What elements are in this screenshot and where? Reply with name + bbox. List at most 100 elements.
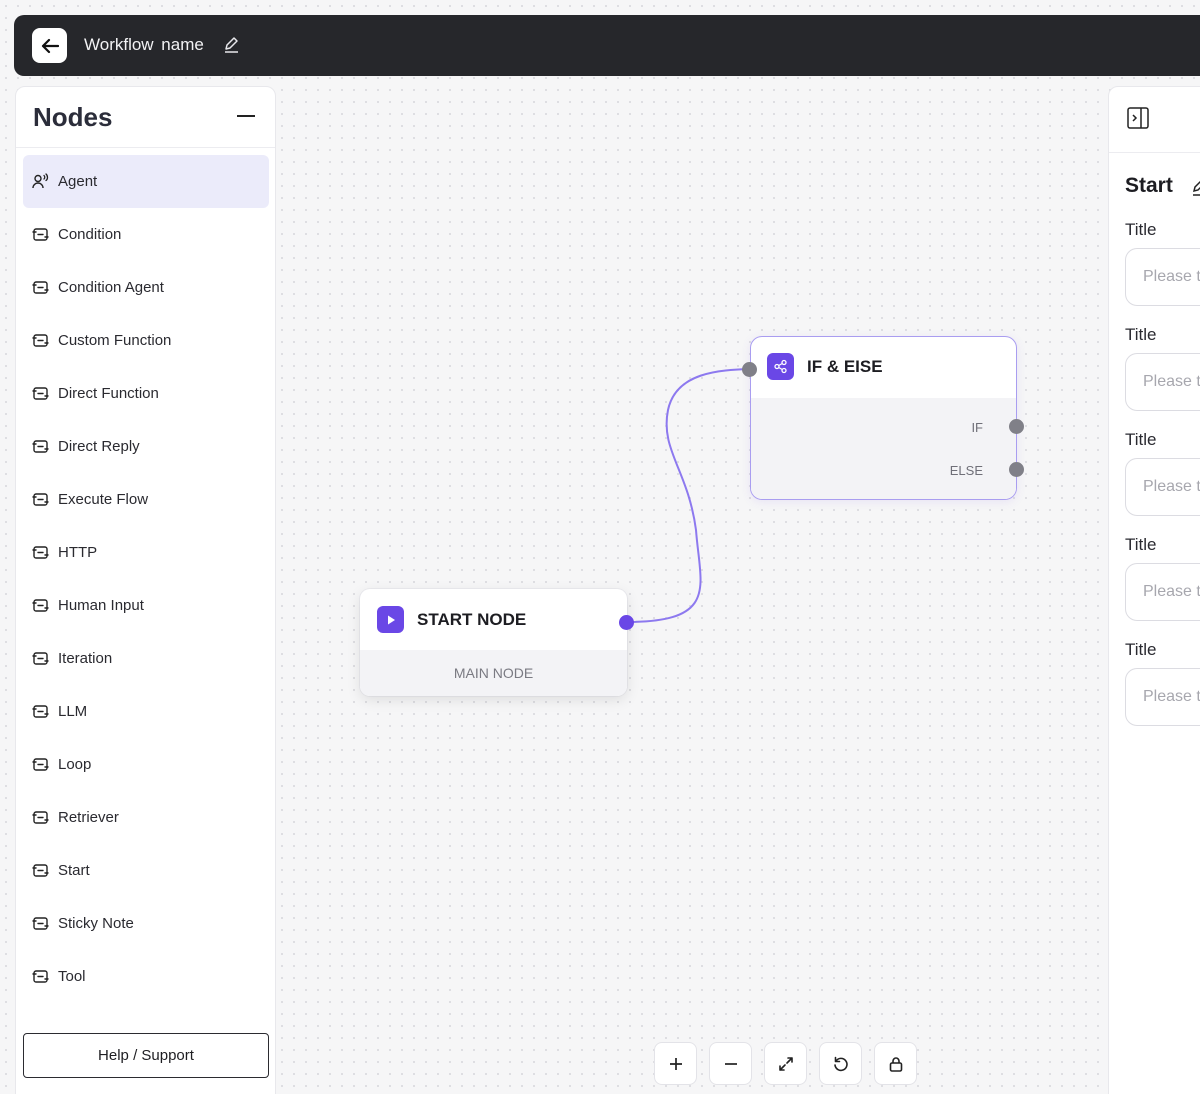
top-bar: Workflow name — [14, 15, 1200, 76]
sidebar-item-sticky-note[interactable]: Sticky Note — [23, 897, 269, 950]
pencil-icon[interactable] — [1191, 178, 1200, 196]
title-input-1[interactable] — [1125, 248, 1200, 306]
node-icon — [32, 809, 49, 826]
if-node-body: IF ELSE — [751, 398, 1016, 499]
sidebar-item-custom-function[interactable]: Custom Function — [23, 314, 269, 367]
properties-title: Start — [1125, 174, 1173, 197]
node-icon — [32, 756, 49, 773]
sidebar-item-tool[interactable]: Tool — [23, 950, 269, 1003]
node-icon — [32, 491, 49, 508]
sidebar-item-label: Condition Agent — [58, 279, 164, 296]
sidebar-item-execute-flow[interactable]: Execute Flow — [23, 473, 269, 526]
field-label-4: Title — [1125, 535, 1157, 554]
sidebar-item-label: Iteration — [58, 650, 113, 667]
field-label-1: Title — [1125, 220, 1157, 239]
zoom-out-button[interactable] — [709, 1042, 752, 1085]
node-icon — [32, 332, 49, 349]
title-input-4[interactable] — [1125, 563, 1200, 621]
node-icon — [32, 279, 49, 296]
start-node-title: START NODE — [417, 610, 527, 629]
play-icon — [377, 606, 404, 633]
reset-icon — [833, 1056, 848, 1071]
if-node-input-handle[interactable] — [742, 362, 757, 377]
title-input-3[interactable] — [1125, 458, 1200, 516]
workflow-name[interactable]: Workflow name — [84, 35, 204, 54]
branch-label-if: IF — [971, 420, 983, 435]
sidebar-item-label: Tool — [58, 968, 86, 985]
lock-button[interactable] — [874, 1042, 917, 1085]
sidebar-item-label: LLM — [58, 703, 88, 720]
sidebar-item-direct-function[interactable]: Direct Function — [23, 367, 269, 420]
share-icon — [767, 353, 794, 380]
fit-view-button[interactable] — [764, 1042, 807, 1085]
sidebar-item-iteration[interactable]: Iteration — [23, 632, 269, 685]
sidebar-item-label: Direct Reply — [58, 438, 140, 455]
pencil-icon[interactable] — [223, 36, 240, 53]
reset-button[interactable] — [819, 1042, 862, 1085]
sidebar-item-label: Agent — [58, 173, 98, 190]
sidebar-item-http[interactable]: HTTP — [23, 526, 269, 579]
node-icon — [32, 226, 49, 243]
node-icon — [32, 703, 49, 720]
node-icon — [32, 650, 49, 667]
start-node-output-handle[interactable] — [619, 615, 634, 630]
start-node-subtitle: MAIN NODE — [360, 650, 627, 696]
start-node-header: START NODE — [360, 589, 627, 650]
if-node-title: IF & EISE — [807, 357, 883, 376]
sidebar-item-label: HTTP — [58, 544, 98, 561]
title-input-5[interactable] — [1125, 668, 1200, 726]
start-node[interactable]: START NODE MAIN NODE — [360, 589, 627, 696]
fit-view-icon — [778, 1056, 793, 1071]
node-icon — [32, 597, 49, 614]
sidebar-item-label: Start — [58, 862, 90, 879]
field-label-5: Title — [1125, 640, 1157, 659]
node-icon — [32, 438, 49, 455]
sidebar-title: Nodes — [33, 102, 113, 132]
sidebar-item-condition-agent[interactable]: Condition Agent — [23, 261, 269, 314]
back-button[interactable] — [32, 28, 67, 63]
sidebar-item-label: Condition — [58, 226, 122, 243]
sidebar-item-llm[interactable]: LLM — [23, 685, 269, 738]
help-support-button[interactable]: Help / Support — [23, 1033, 269, 1078]
field-label-3: Title — [1125, 430, 1157, 449]
sidebar-item-label: Sticky Note — [58, 915, 134, 932]
sidebar-item-label: Loop — [58, 756, 92, 773]
arrow-left-icon — [41, 38, 59, 53]
field-label-2: Title — [1125, 325, 1157, 344]
sidebar-item-retriever[interactable]: Retriever — [23, 791, 269, 844]
sidebar-item-human-input[interactable]: Human Input — [23, 579, 269, 632]
node-icon — [32, 385, 49, 402]
sidebar-item-label: Human Input — [58, 597, 144, 614]
sidebar-item-label: Retriever — [58, 809, 119, 826]
node-icon — [32, 544, 49, 561]
title-input-2[interactable] — [1125, 353, 1200, 411]
sidebar-header: Nodes — [16, 87, 275, 148]
zoom-in-icon — [669, 1057, 682, 1070]
node-icon — [32, 862, 49, 879]
sidebar-item-direct-reply[interactable]: Direct Reply — [23, 420, 269, 473]
node-icon — [32, 968, 49, 985]
zoom-out-icon — [724, 1062, 737, 1065]
zoom-controls — [654, 1042, 917, 1085]
sidebar-item-label: Direct Function — [58, 385, 159, 402]
if-branch-handle[interactable] — [1009, 419, 1024, 434]
if-node-header: IF & EISE — [751, 337, 1016, 398]
sidebar-item-condition[interactable]: Condition — [23, 208, 269, 261]
sidebar-item-label: Custom Function — [58, 332, 172, 349]
branch-label-else: ELSE — [949, 463, 983, 478]
sidebar-item-loop[interactable]: Loop — [23, 738, 269, 791]
agent-icon — [32, 173, 49, 190]
sidebar-item-agent[interactable]: Agent — [23, 155, 269, 208]
sidebar-item-start[interactable]: Start — [23, 844, 269, 897]
lock-icon — [889, 1056, 902, 1072]
minus-icon[interactable] — [237, 115, 255, 117]
properties-panel-header — [1109, 87, 1200, 153]
zoom-in-button[interactable] — [654, 1042, 697, 1085]
node-icon — [32, 915, 49, 932]
if-else-node[interactable]: IF & EISE IF ELSE — [750, 336, 1017, 500]
else-branch-handle[interactable] — [1009, 462, 1024, 477]
panel-toggle-icon[interactable] — [1127, 107, 1149, 129]
sidebar-item-label: Execute Flow — [58, 491, 149, 508]
